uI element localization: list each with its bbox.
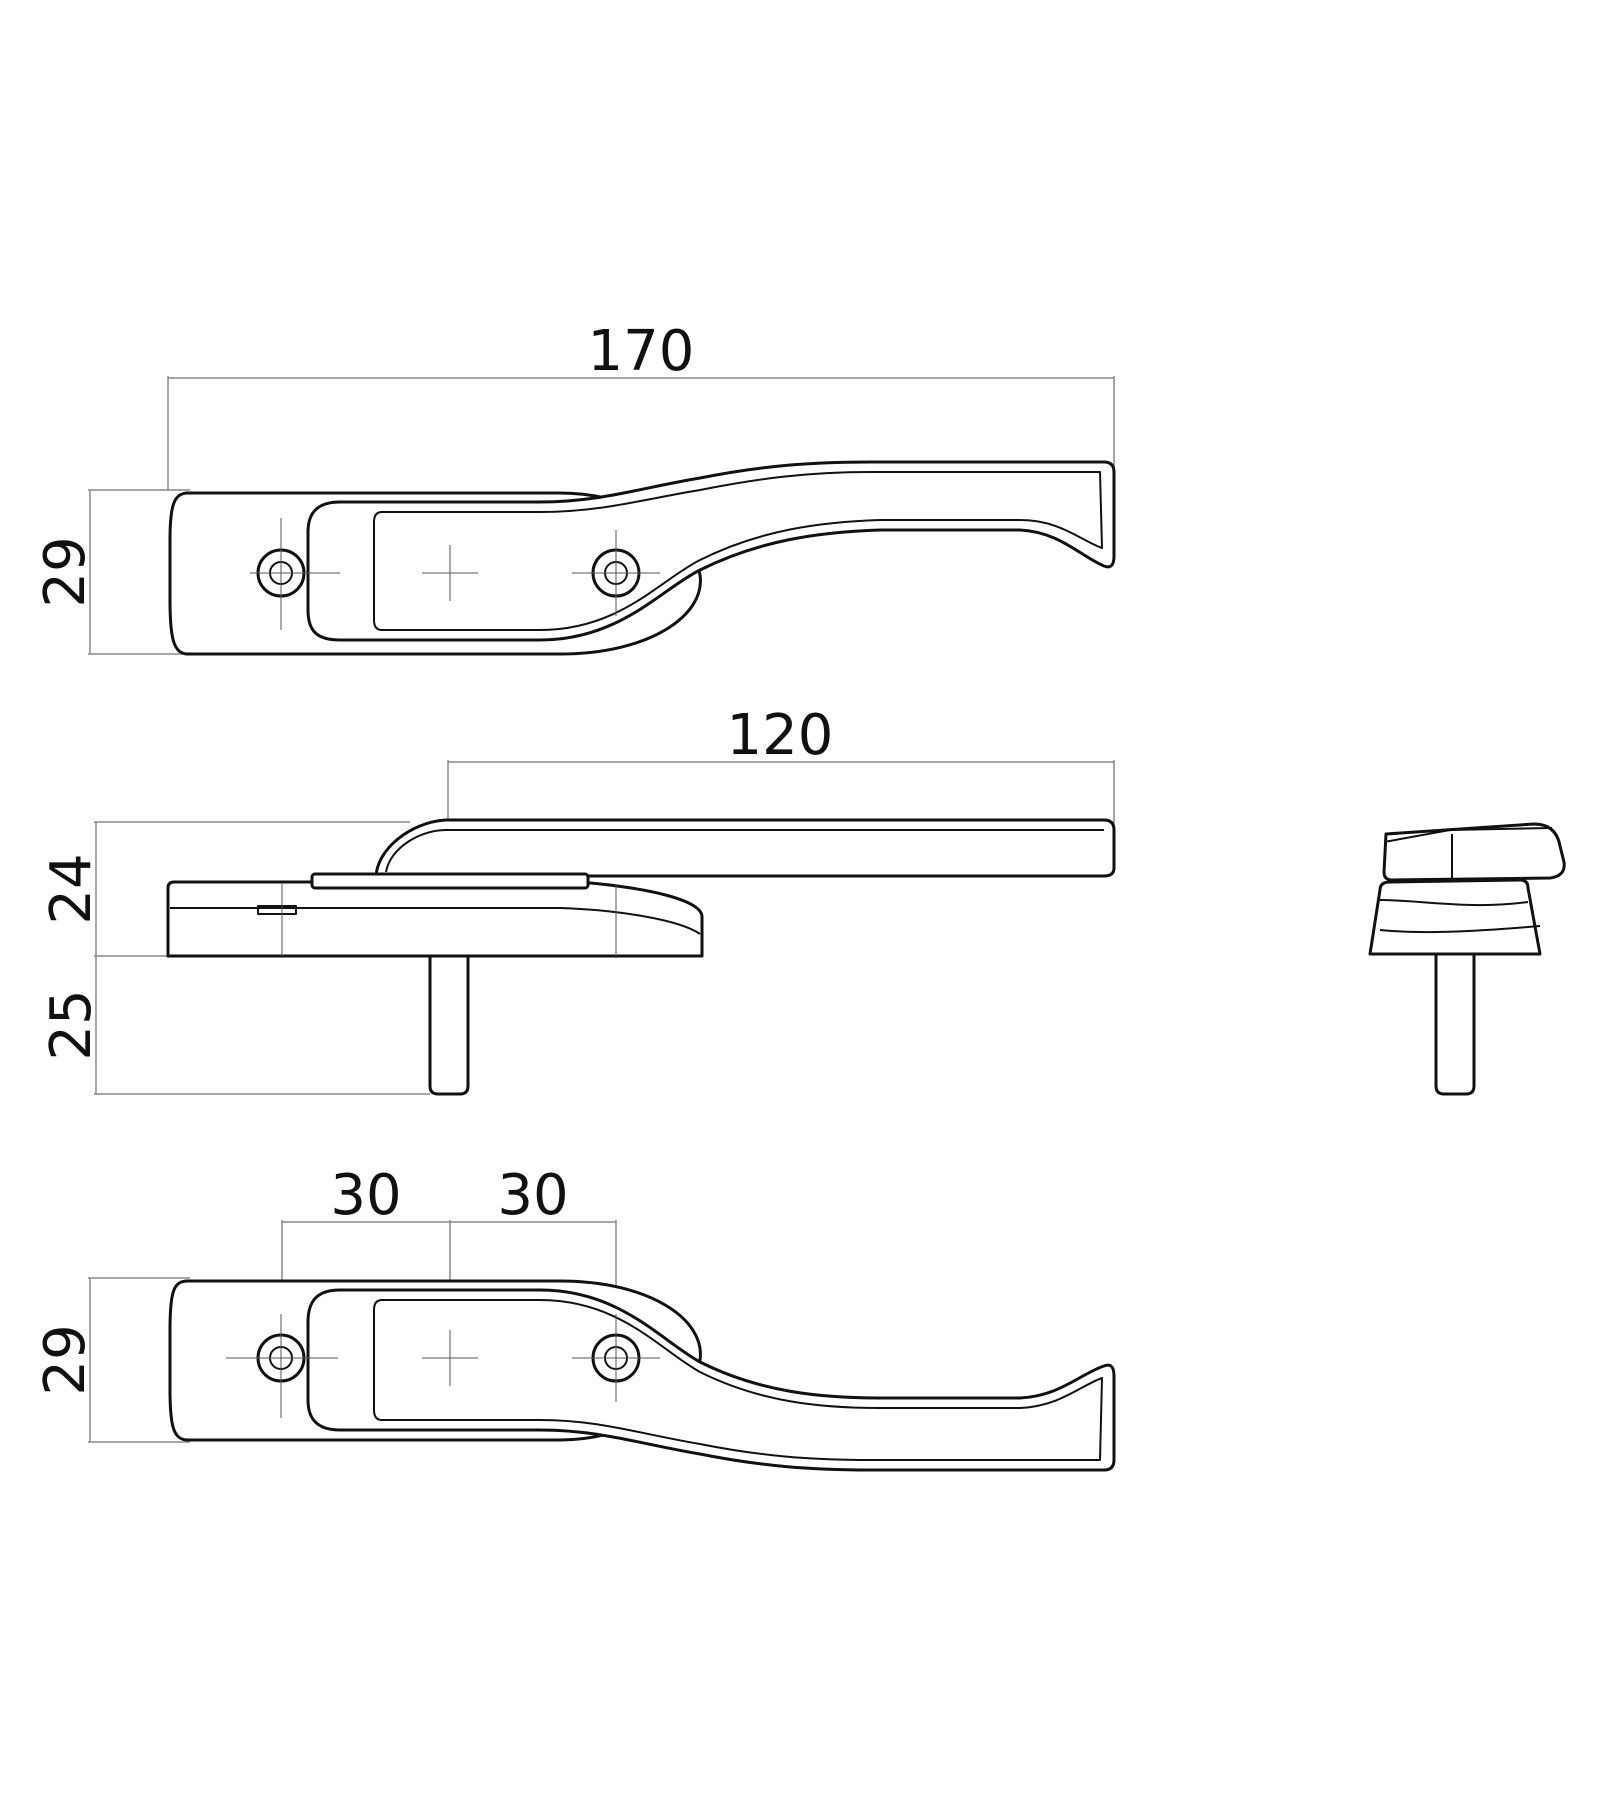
side-hub: [310, 872, 590, 890]
dimension-label-hole-spacing-left: 30: [330, 1163, 401, 1228]
bottom-left-screw-hole: [226, 1314, 338, 1418]
bottom-right-screw-hole: [572, 1314, 660, 1402]
end-lever-head: [1382, 822, 1566, 882]
top-left-screw-hole: [250, 518, 340, 630]
dimension-top-height: 29: [33, 489, 190, 655]
dimension-label-spindle-length: 25: [39, 989, 104, 1060]
top-right-screw-hole: [572, 530, 660, 616]
end-rose: [1368, 878, 1542, 956]
top-center-mark: [422, 545, 478, 601]
end-spindle: [1434, 952, 1476, 1096]
bottom-view: 30 30 29: [33, 1163, 1116, 1472]
dimension-top-length: 170: [167, 319, 1115, 560]
side-view: 120 24 25: [39, 703, 1116, 1096]
side-base-plate: [166, 880, 704, 958]
dimension-label-side-arm-length: 120: [727, 703, 834, 768]
dimension-label-side-height: 24: [39, 853, 104, 924]
bottom-lever: [306, 1288, 1116, 1472]
end-view: [1368, 822, 1566, 1096]
dimension-label-bottom-height: 29: [33, 1324, 98, 1395]
dimension-label-hole-spacing-right: 30: [497, 1163, 568, 1228]
dimension-label-top-height: 29: [33, 536, 98, 607]
side-spindle: [428, 954, 470, 1096]
dimension-hole-spacing: 30 30: [281, 1163, 617, 1420]
bottom-center-mark: [422, 1330, 478, 1386]
top-lever: [306, 460, 1116, 642]
dimension-side-arm-length: 120: [447, 703, 1115, 956]
top-view: 170 29: [33, 319, 1116, 656]
dimension-spindle-length: 25: [39, 956, 430, 1095]
dimension-side-height: 24: [39, 821, 410, 957]
dimension-bottom-height: 29: [33, 1277, 190, 1443]
dimension-label-top-length: 170: [588, 319, 695, 384]
